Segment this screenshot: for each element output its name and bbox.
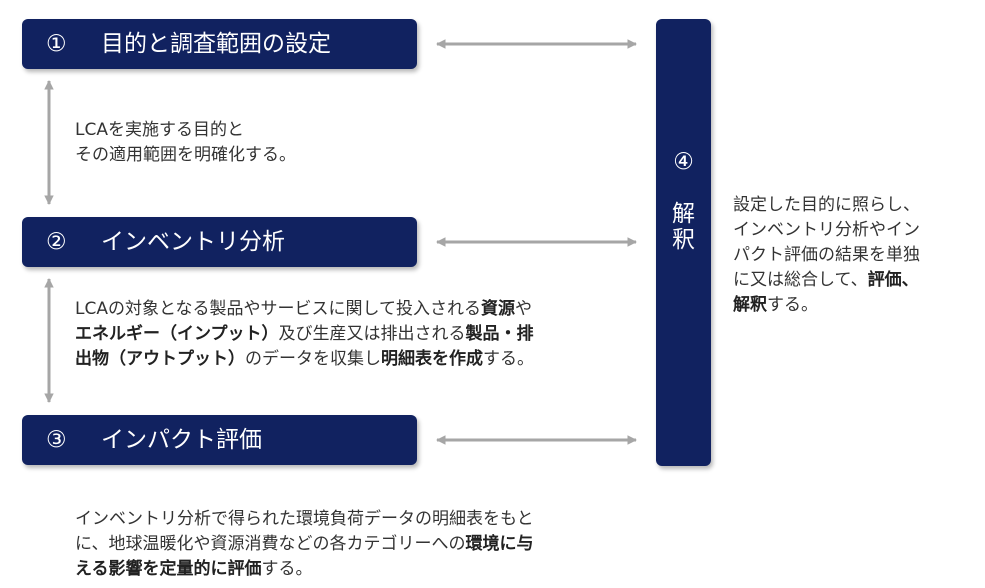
description-line: に又は総合して、評価、 (733, 268, 920, 293)
text-run: する。 (261, 559, 313, 579)
bold-run: 明細表を作成 (381, 349, 483, 369)
stage-interpretation: ④ 解 釈 (656, 19, 711, 466)
text-run: LCAの対象となる製品やサービスに関して投入される (75, 299, 481, 319)
description-interpretation: 設定した目的に照らし、 インベントリ分析やイン パクト評価の結果を単独 に又は総… (733, 193, 920, 318)
text-run: のデータを収集し (245, 349, 381, 369)
stage-goal-scope: ① 目的と調査範囲の設定 (22, 19, 417, 69)
bold-run: 解釈 (733, 295, 767, 315)
stage-number: ③ (46, 427, 67, 453)
description-impact-assessment: インベントリ分析で得られた環境負荷データの明細表をもと に、地球温暖化や資源消費… (75, 507, 534, 582)
stage-label-char: 釈 (672, 227, 695, 253)
stage-number: ① (46, 31, 67, 57)
bold-run: 製品・排 (465, 324, 534, 344)
text-run: に、地球温暖化や資源消費などの各カテゴリーへの (75, 534, 466, 554)
stage-label: 解 釈 (656, 201, 711, 253)
description-line: に、地球温暖化や資源消費などの各カテゴリーへの環境に与 (75, 532, 534, 557)
text-run: や (514, 299, 532, 319)
stage-label: インベントリ分析 (101, 229, 285, 255)
description-line: 設定した目的に照らし、 (733, 195, 920, 215)
text-run: する。 (483, 349, 534, 369)
description-line: インベントリ分析やイン (733, 220, 920, 240)
description-line: その適用範囲を明確化する。 (75, 145, 296, 165)
description-line: える影響を定量的に評価する。 (75, 557, 534, 582)
bold-run: エネルギー（インプット） (75, 324, 279, 344)
bold-run: 資源 (480, 299, 515, 319)
description-line: LCAを実施する目的と (75, 120, 244, 140)
bold-run: える影響を定量的に評価 (75, 559, 262, 579)
description-line: インベントリ分析で得られた環境負荷データの明細表をもと (75, 509, 534, 529)
description-line: 解釈する。 (733, 293, 920, 318)
stage-number: ④ (673, 149, 694, 175)
bold-run: 評価、 (867, 270, 919, 290)
description-line: 出物（アウトプット）のデータを収集し明細表を作成する。 (75, 347, 534, 372)
text-run: に又は総合して、 (733, 270, 868, 290)
bold-run: 環境に与 (465, 534, 534, 554)
description-inventory-analysis: LCAの対象となる製品やサービスに関して投入される資源や エネルギー（インプット… (75, 297, 534, 372)
description-goal-scope: LCAを実施する目的と その適用範囲を明確化する。 (75, 118, 296, 168)
description-line: LCAの対象となる製品やサービスに関して投入される資源や (75, 297, 534, 322)
text-run: する。 (767, 295, 818, 315)
stage-label-char: 解 (672, 201, 695, 227)
stage-number: ② (46, 229, 67, 255)
stage-inventory-analysis: ② インベントリ分析 (22, 217, 417, 267)
description-line: パクト評価の結果を単独 (733, 245, 920, 265)
stage-impact-assessment: ③ インパクト評価 (22, 415, 417, 465)
stage-label: インパクト評価 (101, 427, 262, 453)
text-run: 及び生産又は排出される (278, 324, 466, 344)
bold-run: 出物（アウトプット） (75, 349, 245, 369)
stage-label: 目的と調査範囲の設定 (101, 31, 331, 57)
description-line: エネルギー（インプット）及び生産又は排出される製品・排 (75, 322, 534, 347)
